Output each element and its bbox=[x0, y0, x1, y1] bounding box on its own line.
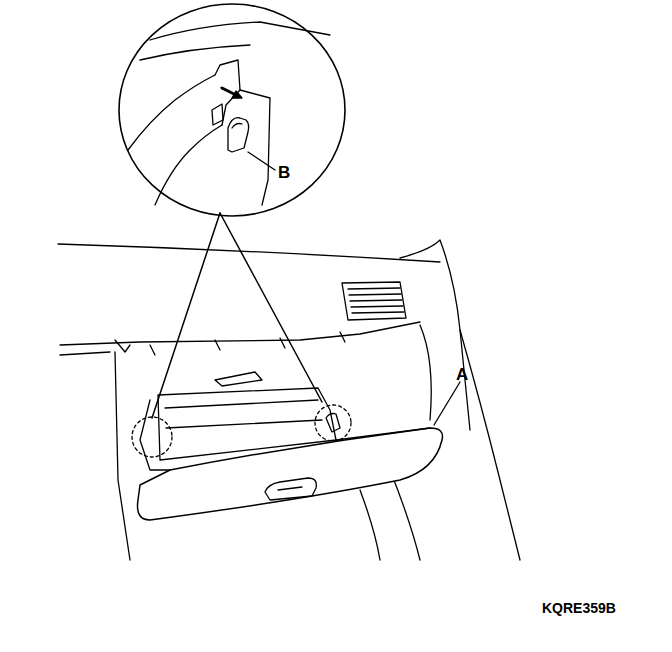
detail-panel bbox=[215, 60, 270, 205]
glove-box bbox=[138, 428, 443, 520]
vent-slats bbox=[348, 288, 404, 313]
floor-line bbox=[390, 470, 420, 560]
clip bbox=[232, 124, 242, 129]
detail-panel bbox=[140, 45, 250, 60]
vent bbox=[342, 282, 406, 320]
dashboard bbox=[60, 352, 110, 355]
detail-circle bbox=[119, 4, 345, 216]
detail-panel bbox=[150, 22, 330, 40]
detail-panel bbox=[155, 125, 222, 205]
callout-letter: A bbox=[456, 366, 468, 383]
dashboard bbox=[60, 322, 420, 345]
pointer-line bbox=[152, 213, 220, 418]
pillar bbox=[400, 240, 470, 430]
glove-box-latch bbox=[278, 487, 302, 490]
pointer-line bbox=[220, 213, 322, 402]
glove-box-side bbox=[140, 400, 170, 470]
leader-line bbox=[248, 152, 275, 170]
detail-marker bbox=[315, 405, 351, 441]
clip bbox=[326, 414, 340, 433]
floor-line bbox=[360, 490, 380, 560]
glove-box-latch bbox=[265, 478, 316, 500]
dashboard bbox=[58, 244, 440, 262]
handle-recess bbox=[215, 372, 262, 386]
callout-letter: B bbox=[278, 164, 290, 181]
pillar bbox=[420, 325, 431, 420]
detail-marker bbox=[132, 417, 172, 457]
dashboard-tabs bbox=[115, 332, 345, 355]
push-arrow bbox=[232, 91, 242, 98]
slot bbox=[212, 104, 223, 125]
trim bbox=[115, 352, 130, 560]
leader-line bbox=[434, 382, 460, 425]
door bbox=[460, 330, 520, 560]
glove-box-inner bbox=[165, 400, 322, 428]
figure-code: KQRE359B bbox=[542, 601, 616, 615]
clip bbox=[228, 118, 249, 152]
